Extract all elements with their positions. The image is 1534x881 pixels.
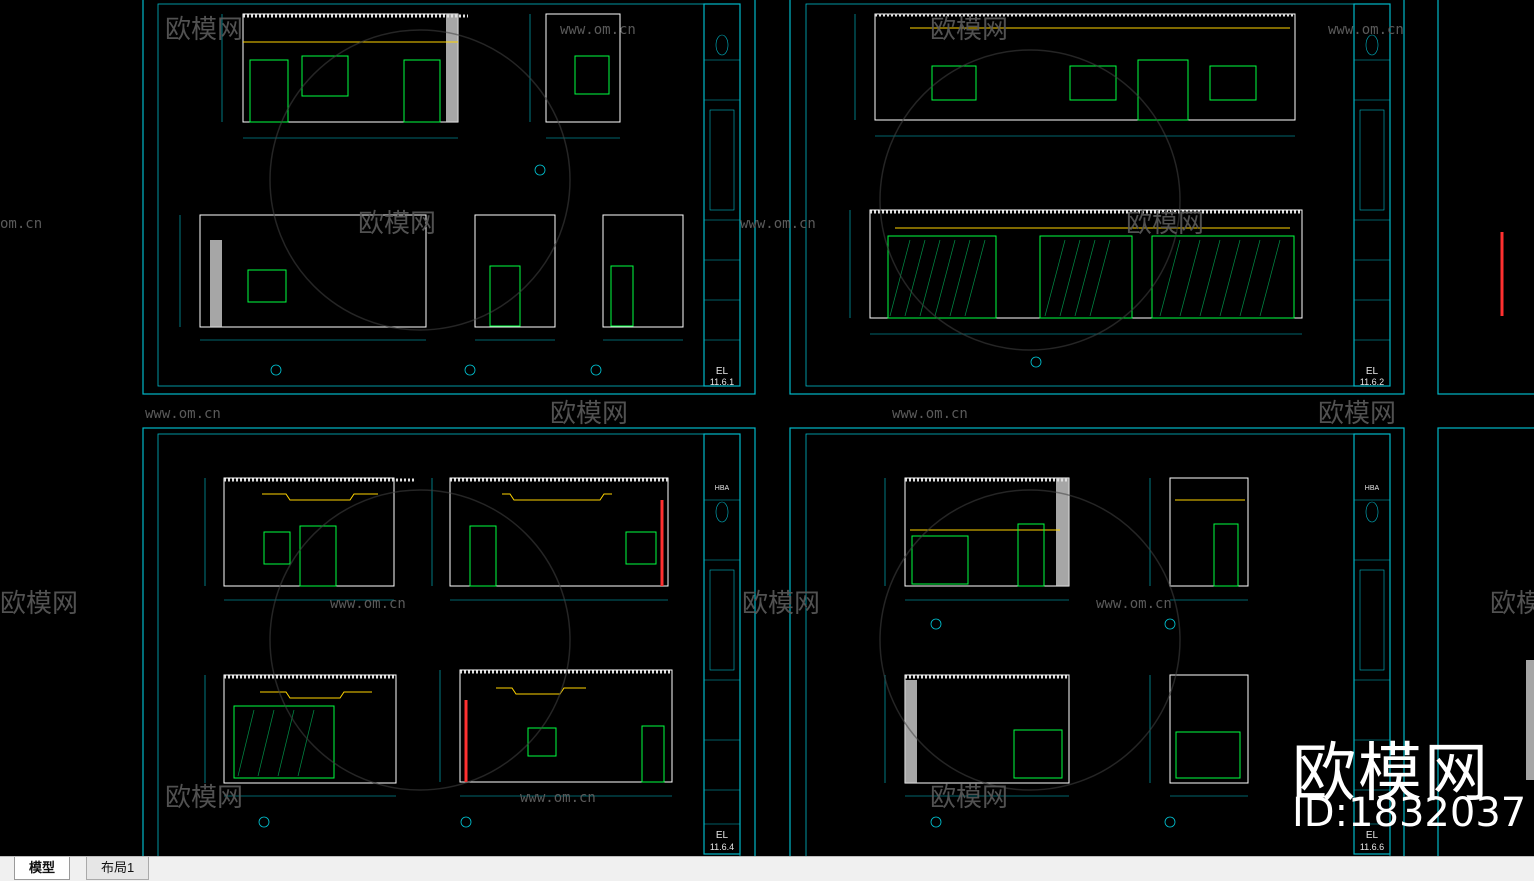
watermark-brand: 欧模网 (550, 399, 628, 429)
logo-text: HBA (1365, 485, 1380, 492)
sheet-4-code: EL (716, 830, 729, 841)
tab-layout1[interactable]: 布局1 (86, 857, 150, 880)
title-block-1 (703, 3, 741, 387)
sheet-5-code: EL (1366, 830, 1379, 841)
title-block-5 (1353, 433, 1391, 855)
tab-model[interactable]: 模型 (14, 857, 71, 880)
drawing-canvas[interactable]: EL 11.6.1 EL 11.6.2 EL 11.6.4 EL 11.6.6 … (0, 0, 1534, 856)
title-block-2 (1353, 3, 1391, 387)
sheet-frame-5 (789, 427, 1405, 856)
sheet-frame-4 (142, 427, 756, 856)
sheet-2-code: EL (1366, 366, 1379, 377)
cad-model-space[interactable]: EL 11.6.1 EL 11.6.2 EL 11.6.4 EL 11.6.6 … (0, 0, 1534, 856)
sheet-1-code: EL (716, 366, 729, 377)
watermark-url: www.om.cn (1328, 22, 1404, 38)
logo-text: HBA (715, 485, 730, 492)
sheet-4-number: 11.6.4 (710, 842, 734, 852)
sheet-1-number: 11.6.1 (710, 377, 734, 387)
watermark-brand: 欧模网 (742, 589, 820, 619)
watermark-url: www.om.cn (740, 216, 816, 232)
sheet-frame-3 (1437, 0, 1534, 395)
watermark-url: www.om.cn (520, 790, 596, 806)
watermark-brand: 欧模网 (1490, 589, 1534, 619)
sheet-frame-1 (142, 0, 756, 395)
watermark-url: www.om.cn (145, 406, 221, 422)
sheet-2-number: 11.6.2 (1360, 377, 1384, 387)
watermark-url: www.om.cn (330, 596, 406, 612)
watermark-brand: 欧模网 (1126, 209, 1204, 239)
watermark-id: ID:1832037 (1292, 790, 1527, 836)
watermark-url: www.om.cn (560, 22, 636, 38)
watermark-url: www.om.cn (1096, 596, 1172, 612)
layout-tab-bar: 模型 布局1 (0, 856, 1534, 881)
sheet-frame-6 (1437, 427, 1534, 856)
watermark-short-url: om.cn (0, 216, 42, 232)
watermark-brand: 欧模网 (0, 589, 78, 619)
watermark-brand: 欧模网 (165, 15, 243, 45)
watermark-brand-large: 欧模网 (1292, 737, 1490, 811)
watermark-brand: 欧模网 (165, 783, 243, 813)
sheet-frame-2 (789, 0, 1405, 395)
watermark-brand: 欧模网 (358, 209, 436, 239)
watermark-url: www.om.cn (892, 406, 968, 422)
watermark-brand: 欧模网 (930, 15, 1008, 45)
sheet-5-number: 11.6.6 (1360, 842, 1384, 852)
sheet-border-2 (805, 3, 1391, 387)
sheet-border-4 (157, 433, 741, 856)
title-block-4 (703, 433, 741, 855)
watermark-brand: 欧模网 (1318, 399, 1396, 429)
watermark-brand: 欧模网 (930, 783, 1008, 813)
